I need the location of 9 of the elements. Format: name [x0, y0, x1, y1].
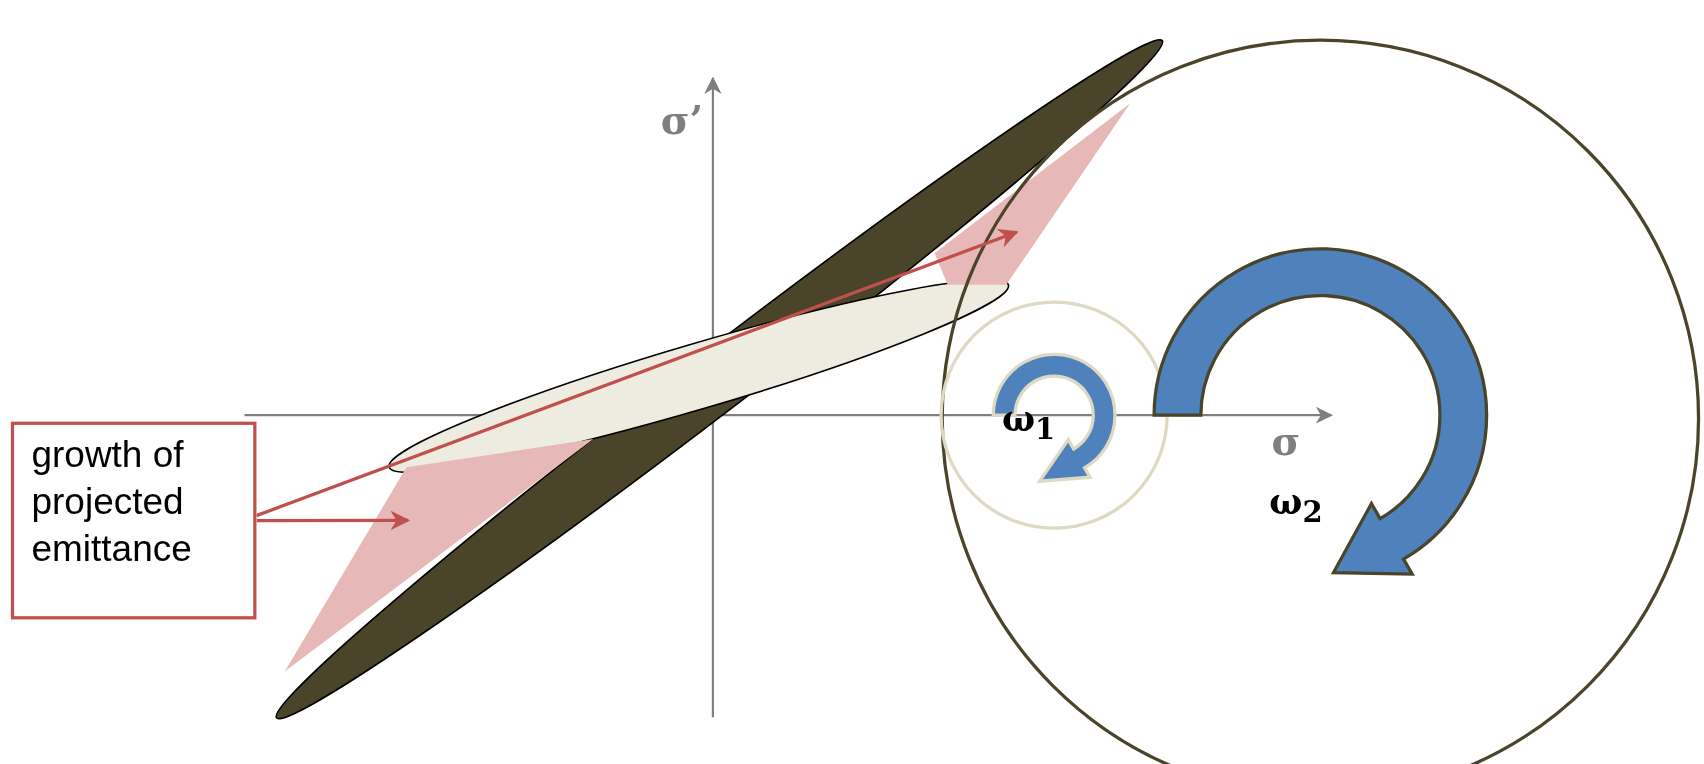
- note-box: growth of projected emittance: [10, 421, 257, 620]
- angular-frequency-label: ω$_{2}$: [1269, 484, 1323, 528]
- angular-frequency-label: ω$_{1}$: [1001, 402, 1056, 445]
- axis-label: σ: [1271, 421, 1301, 461]
- leader-arrow: [256, 510, 411, 531]
- axis-label: σ’: [660, 100, 704, 140]
- leader-arrow: [255, 229, 1019, 518]
- emittance-area: [284, 439, 594, 672]
- emittance-area: [934, 103, 1131, 285]
